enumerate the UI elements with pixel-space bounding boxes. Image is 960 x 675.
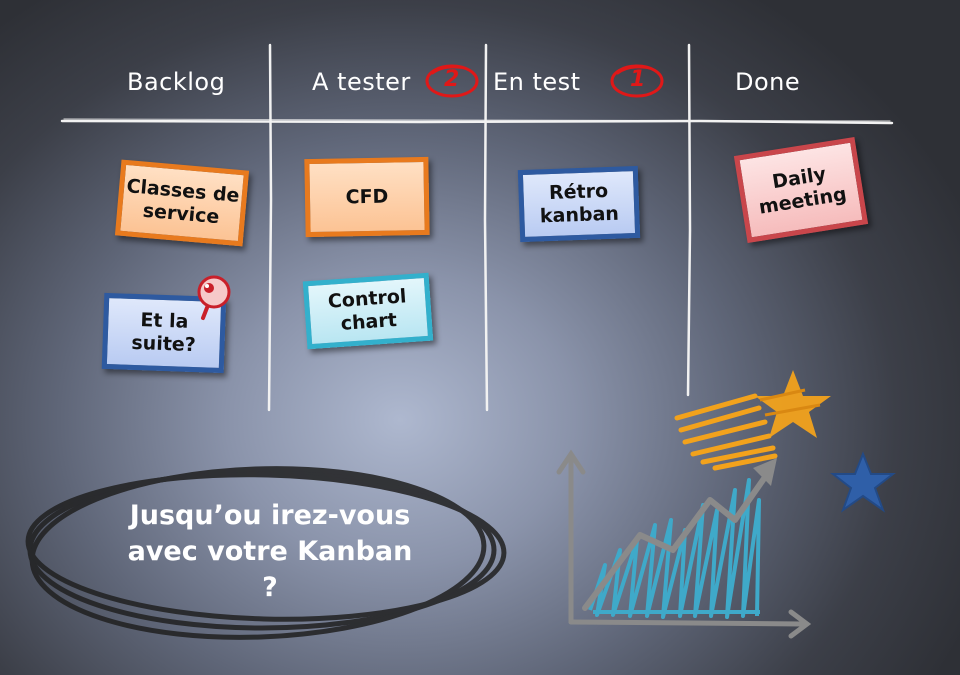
blue-star-icon [830,451,896,513]
column-header-done: Done [735,68,801,96]
growth-chart-illustration [556,370,896,639]
growth-trend-line [582,467,773,611]
tagline: Jusqu’ou irez-vous avec votre Kanban ? [127,500,413,603]
card-label: Control chart [327,285,408,335]
card-label: Et la suite? [131,309,197,357]
wip-circle-a-tester [425,64,479,98]
chart-axes [556,449,812,639]
wip-limit-a-tester: 2 [444,67,460,92]
card-label: Daily meeting [757,163,849,219]
wip-circle-en-test [610,64,664,98]
card-label: CFD [345,185,389,208]
card-cfd[interactable]: CFD [304,156,430,238]
card-classes-de-service[interactable]: Classes de service [114,159,250,247]
card-retro-kanban[interactable]: Rétro kanban [517,165,641,243]
wip-limit-en-test: 1 [630,67,646,92]
column-header-a-tester: A tester [312,68,411,96]
orange-star-icon [674,370,831,471]
pushpin-icon [197,275,231,320]
card-label: Classes de service [125,175,241,229]
card-daily-meeting[interactable]: Daily meeting [733,136,869,244]
sketch-ellipse [25,466,507,640]
column-header-backlog: Backlog [127,68,226,96]
card-control-chart[interactable]: Control chart [302,272,434,350]
column-header-en-test: En test [493,68,581,96]
trend-arrow-head [753,458,777,486]
card-label: Rétro kanban [539,179,620,228]
